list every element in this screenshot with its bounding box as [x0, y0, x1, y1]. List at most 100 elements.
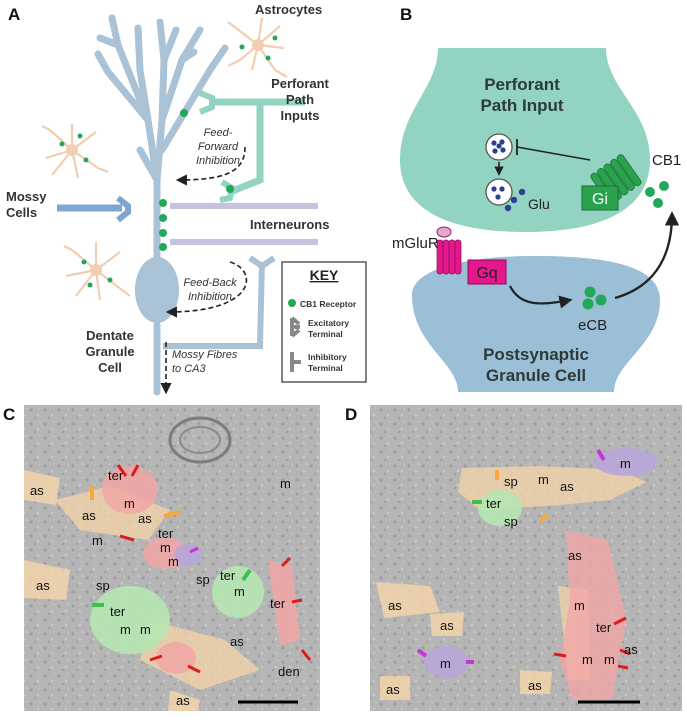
- feed-forward-arrow: [175, 146, 246, 186]
- astrocyte-process: [376, 582, 440, 618]
- mglur-label: mGluR: [392, 235, 439, 252]
- cb1-receptor: [159, 214, 167, 222]
- em-structure-label: as: [528, 678, 542, 693]
- astrocyte-process: [430, 612, 464, 636]
- em-structure-label: as: [30, 483, 44, 498]
- cb1-label: CB1: [652, 152, 681, 169]
- ecb-molecule: [645, 187, 655, 197]
- astrocyte-soma: [90, 264, 102, 276]
- perforant-label-1: Perforant: [271, 76, 329, 91]
- panel-d-letter: D: [345, 405, 357, 424]
- mossy-terminal: [116, 195, 131, 223]
- terminal-red: [143, 537, 187, 569]
- em-structure-label: m: [234, 584, 245, 599]
- em-structure-label: m: [168, 554, 179, 569]
- vesicle-fusing: [485, 178, 513, 206]
- gq-protein: [467, 259, 507, 285]
- em-structure-label: as: [386, 682, 400, 697]
- astrocyte-process: [168, 690, 200, 711]
- feed-back-label-1: Feed-Back: [183, 277, 237, 289]
- panel-c-letter: C: [3, 405, 15, 424]
- interneuron-axons: [170, 203, 318, 245]
- terminal-green: [90, 586, 170, 654]
- em-structure-label: m: [140, 622, 151, 637]
- ecb-label: eCB: [578, 317, 607, 334]
- em-structure-label: ter: [158, 526, 174, 541]
- cb1-receptor: [239, 44, 245, 50]
- postsynaptic-label-1: Postsynaptic: [483, 345, 589, 364]
- feed-forward-label-3: Inhibition: [196, 155, 240, 167]
- key-cb1-label: CB1 Receptor: [300, 299, 357, 309]
- em-structure-label: ter: [596, 620, 612, 635]
- cb1-receptor-complex: Gi: [581, 154, 642, 211]
- em-structure-label: sp: [96, 578, 110, 593]
- perforant-terminal-1: [198, 90, 215, 115]
- feed-back-label-2: Inhibition: [188, 291, 232, 303]
- ecb-molecule: [582, 298, 594, 310]
- ecb-synthesis-arrow: [509, 285, 573, 309]
- mossy-fibres-label-2: to CA3: [172, 363, 207, 375]
- dentate-label-1: Dentate: [86, 328, 134, 343]
- cb1-receptor: [272, 35, 278, 41]
- em-structure-label: m: [120, 622, 131, 637]
- perforant-label-3: Inputs: [281, 108, 320, 123]
- em-arrows-c: [90, 464, 312, 674]
- em-structure-label: sp: [504, 514, 518, 529]
- em-structure-label: sp: [196, 572, 210, 587]
- em-structure-label: as: [36, 578, 50, 593]
- em-structure-label: ter: [108, 468, 124, 483]
- terminal-green: [212, 566, 264, 618]
- em-labels-d: sp m as ter sp m as as m as ter m m as a…: [386, 456, 638, 697]
- panel-c: C: [3, 405, 320, 711]
- cb1-receptor: [226, 185, 234, 193]
- mossy-cells-label-2: Cells: [6, 205, 37, 220]
- ecb-molecule: [584, 286, 596, 298]
- key-box: KEY CB1 Receptor Excitatory Terminal Inh…: [281, 261, 367, 383]
- em-structure-label: as: [82, 508, 96, 523]
- panel-b: B Perforant Path Input Glu: [392, 5, 681, 392]
- mglur-complex: Gq: [436, 226, 507, 285]
- excitatory-terminal-icon: [290, 316, 301, 338]
- panel-a-letter: A: [8, 5, 20, 24]
- terminal-red: [102, 466, 158, 514]
- granule-cell-soma: [135, 257, 179, 323]
- retrograde-arrow: [614, 211, 680, 300]
- glutamate: [510, 196, 518, 204]
- em-structure-label: as: [138, 511, 152, 526]
- em-arrows-d: [416, 448, 631, 670]
- perforant-terminal-2: [219, 179, 236, 203]
- cb1-inhibition-line: [516, 146, 591, 161]
- mossy-cells-label-1: Mossy: [6, 189, 47, 204]
- em-structure-label: ter: [220, 568, 236, 583]
- cb1-receptor: [159, 243, 167, 251]
- key-inh-label-2: Terminal: [308, 363, 343, 373]
- cb1-receptor: [83, 157, 89, 163]
- astrocyte-process: [24, 560, 70, 600]
- em-structure-label: m: [620, 456, 631, 471]
- perforant-label-2: Path: [286, 92, 314, 107]
- cb1-receptor: [159, 229, 167, 237]
- key-exc-label-2: Terminal: [308, 329, 343, 339]
- perforant-path: [212, 98, 305, 196]
- panel-b-letter: B: [400, 5, 412, 24]
- astrocyte-process: [380, 676, 410, 700]
- em-structure-label: m: [92, 533, 103, 548]
- inhibitory-terminal-icon: [290, 352, 301, 372]
- presynaptic-label-1: Perforant: [484, 75, 560, 94]
- em-structure-label: m: [538, 472, 549, 487]
- key-inh-label-1: Inhibitory: [308, 352, 347, 362]
- astrocyte-soma: [252, 39, 264, 51]
- panel-a: A: [6, 2, 367, 396]
- gq-label: Gq: [476, 265, 497, 282]
- terminal-red: [156, 642, 196, 674]
- key-title: KEY: [310, 267, 339, 283]
- gi-label: Gi: [592, 191, 608, 208]
- em-structure-label: m: [124, 496, 135, 511]
- cb1-receptor: [180, 109, 188, 117]
- dentate-label-3: Cell: [98, 360, 122, 375]
- gi-protein: [581, 185, 619, 211]
- em-structure-label: as: [230, 634, 244, 649]
- em-structure-label: m: [604, 652, 615, 667]
- ecb-molecule: [653, 198, 663, 208]
- cb1-receptor: [159, 199, 167, 207]
